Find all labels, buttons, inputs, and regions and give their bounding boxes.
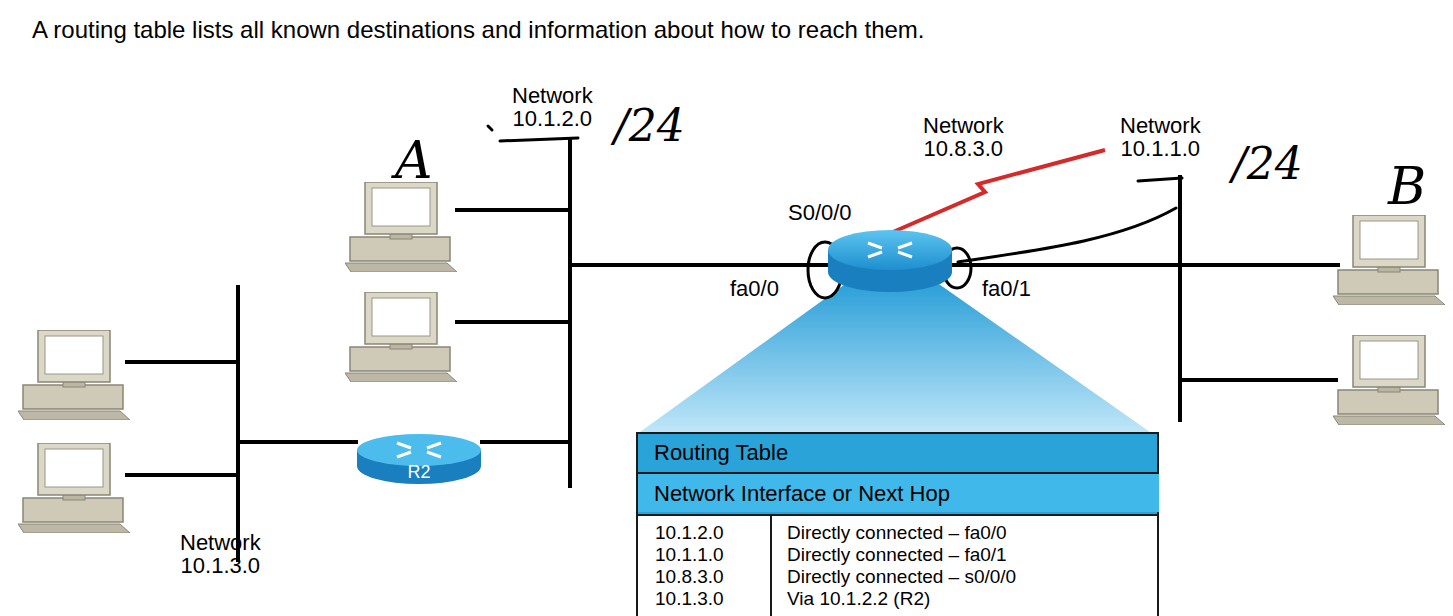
router-r2: R2 — [355, 432, 483, 486]
network-label: Network 10.1.2.0 — [512, 84, 593, 130]
table-cell: 10.1.2.0 — [655, 522, 724, 544]
table-cell: Via 10.1.2.2 (R2) — [787, 588, 930, 610]
host-mark: A — [395, 134, 433, 186]
network-label: Network 10.8.3.0 — [923, 114, 1004, 160]
interface-label: fa0/0 — [730, 276, 779, 301]
table-cell: 10.1.3.0 — [655, 588, 724, 610]
table-heading: Network Interface or Next Hop — [638, 474, 1159, 506]
lan-wires — [125, 138, 1340, 562]
prefix-note: /24 — [614, 104, 685, 148]
table-cell: 10.8.3.0 — [655, 566, 724, 588]
network-label: Network 10.1.3.0 — [180, 531, 261, 577]
table-cell: Directly connected – fa0/1 — [787, 544, 1007, 566]
pc-icons — [18, 182, 1445, 533]
prefix-note: /24 — [1232, 142, 1303, 186]
interface-label: fa0/1 — [982, 276, 1031, 301]
table-cell: Directly connected – s0/0/0 — [787, 566, 1016, 588]
zoom-cone — [640, 282, 1150, 432]
interface-label: S0/0/0 — [788, 200, 852, 225]
column-divider — [770, 516, 772, 616]
host-mark: B — [1388, 160, 1426, 212]
table-cell: 10.1.1.0 — [655, 544, 724, 566]
router-symbol — [828, 230, 952, 292]
network-label: Network 10.1.1.0 — [1120, 114, 1201, 160]
router-name: R2 — [355, 432, 483, 483]
table-cell: Directly connected – fa0/0 — [787, 522, 1007, 544]
table-header-band: Network Interface or Next Hop — [638, 472, 1159, 512]
table-heading: Routing Table — [638, 434, 1157, 465]
hand-marks — [488, 126, 1182, 298]
serial-link — [893, 150, 1105, 232]
page-title: A routing table lists all known destinat… — [32, 16, 925, 44]
